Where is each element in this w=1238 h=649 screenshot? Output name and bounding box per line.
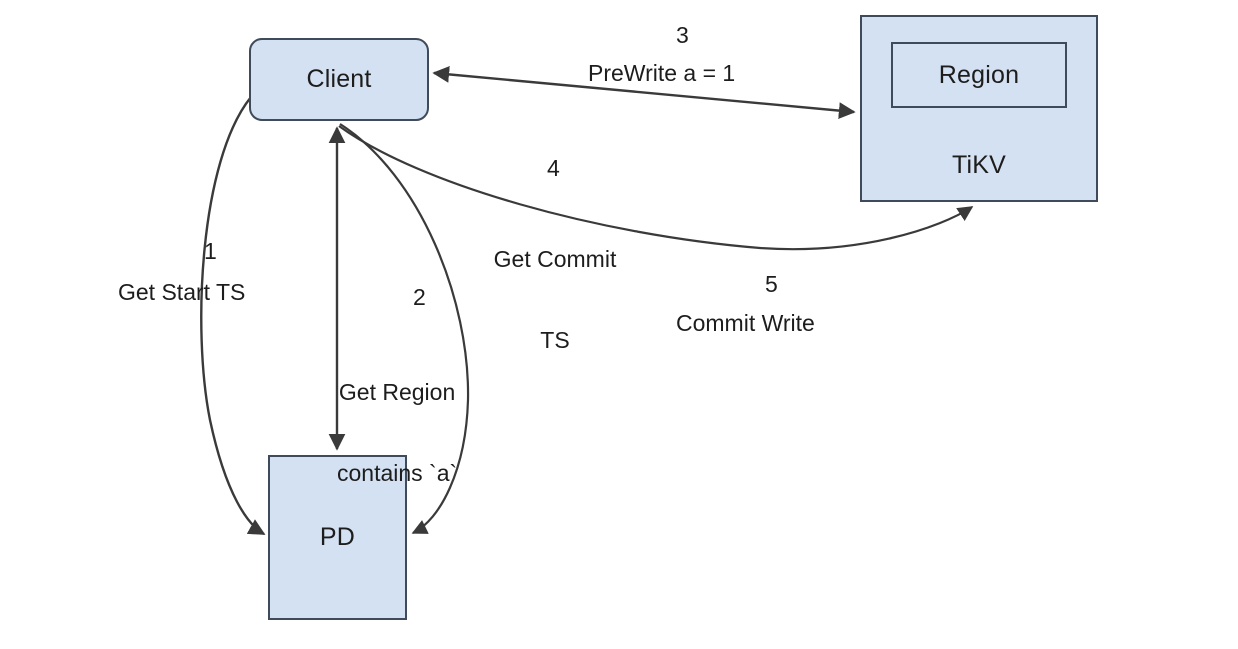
edge-4-get-commit-ts bbox=[339, 123, 470, 534]
edge-1-step-number: 1 bbox=[204, 238, 217, 264]
node-client-label: Client bbox=[306, 65, 372, 93]
edge-2-label-line1: Get Region bbox=[338, 378, 456, 405]
edge-1-label: Get Start TS bbox=[118, 279, 246, 305]
node-pd[interactable]: PD bbox=[268, 455, 407, 620]
edge-2-label: Get Region contains `a` bbox=[337, 325, 457, 540]
edge-5-commit-write bbox=[338, 125, 974, 251]
edge-4-label-line1: Get Commit bbox=[493, 245, 617, 272]
edge-5-step-number: 5 bbox=[765, 271, 778, 297]
node-pd-label: PD bbox=[319, 523, 356, 551]
edge-5-label: Commit Write bbox=[676, 310, 815, 336]
edge-4-label: Get Commit TS bbox=[466, 192, 644, 407]
edge-4-label-line2: TS bbox=[540, 326, 570, 353]
node-client[interactable]: Client bbox=[249, 38, 429, 121]
node-tikv-label: TiKV bbox=[951, 151, 1007, 179]
edge-1-get-start-ts bbox=[200, 96, 266, 536]
edge-3-step-number: 3 bbox=[676, 22, 689, 48]
edge-2-label-line2: contains `a` bbox=[337, 459, 458, 486]
edge-3-prewrite bbox=[432, 66, 856, 119]
node-region[interactable]: Region bbox=[891, 42, 1067, 108]
node-region-label: Region bbox=[938, 60, 1020, 89]
edge-4-step-number: 4 bbox=[547, 155, 560, 181]
edge-3-label: PreWrite a = 1 bbox=[588, 60, 736, 86]
edge-2-step-number: 2 bbox=[413, 284, 426, 310]
